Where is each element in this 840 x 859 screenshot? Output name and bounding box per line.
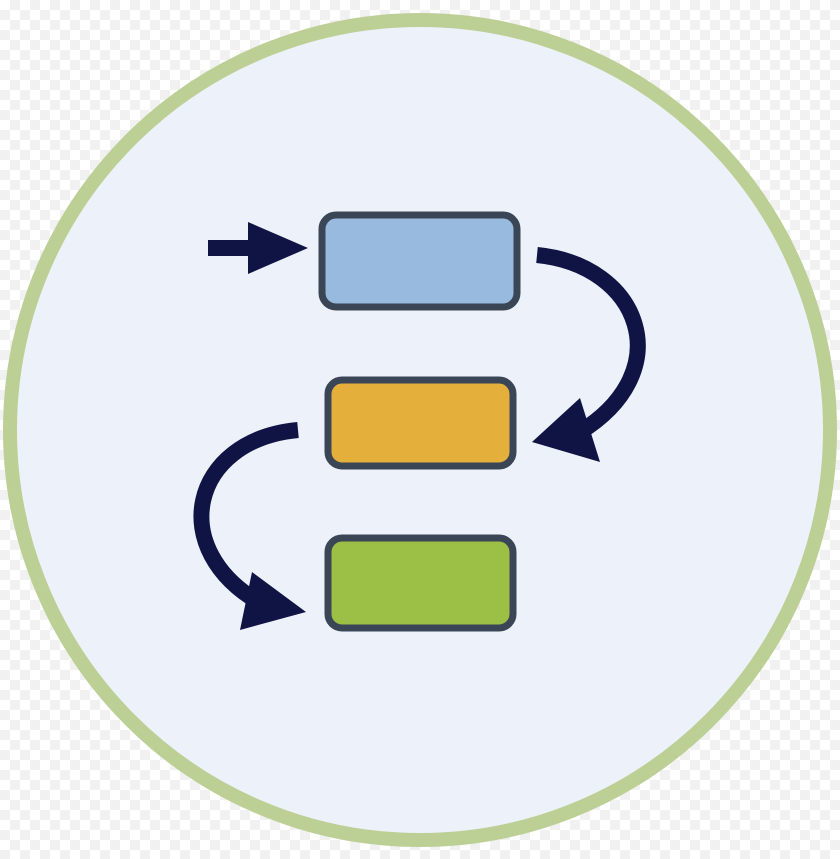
step-1-box (318, 211, 521, 311)
curved-arrow-left-icon (193, 422, 306, 630)
curved-arrow-right-icon (532, 247, 646, 462)
step-3-box (324, 534, 517, 632)
step-2-box (324, 376, 517, 470)
entry-arrow-icon (208, 222, 308, 274)
